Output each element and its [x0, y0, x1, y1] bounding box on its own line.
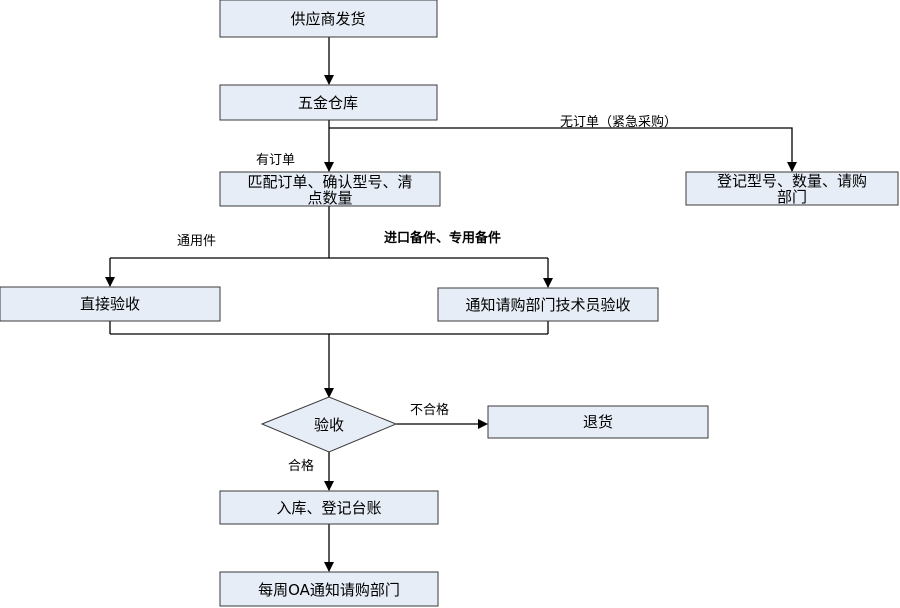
label-general-parts: 通用件 — [177, 234, 216, 249]
node-weekly-notify: 每周OA通知请购部门 — [258, 581, 400, 599]
node-warehouse-box — [219, 84, 438, 121]
node-register-box — [685, 171, 899, 206]
node-match-order-line1: 匹配订单、确认型号、清 — [247, 173, 412, 191]
arrow-warehouse-to-register — [329, 127, 797, 172]
node-stock-in-box — [219, 490, 439, 525]
node-weekly-notify-box — [219, 571, 439, 607]
label-no-order: 无订单（紧急采购） — [560, 114, 677, 130]
node-return-goods: 退货 — [583, 413, 613, 431]
label-has-order: 有订单 — [256, 153, 295, 168]
label-qualified: 合格 — [288, 458, 314, 474]
node-texts: 供应商发货 五金仓库 匹配订单、确认型号、清 点数量 登记型号、数量、请购 部门… — [80, 10, 867, 599]
node-return-box — [487, 405, 709, 439]
node-direct-accept-box — [0, 286, 221, 322]
node-inspect: 验收 — [314, 416, 344, 434]
label-imported-parts: 进口备件、专用备件 — [384, 230, 501, 246]
node-notify-tech: 通知请购部门技术员验收 — [465, 296, 630, 314]
edge-labels: 有订单 无订单（紧急采购） 通用件 进口备件、专用备件 不合格 合格 — [177, 114, 677, 474]
node-register-line2: 部门 — [777, 188, 807, 206]
node-hardware-warehouse: 五金仓库 — [298, 94, 358, 112]
node-match-order-line2: 点数量 — [307, 189, 352, 207]
node-direct-accept: 直接验收 — [80, 295, 140, 313]
node-stock-in: 入库、登记台账 — [276, 499, 381, 517]
node-supplier-ship-box — [219, 0, 438, 38]
node-supplier-ship: 供应商发货 — [290, 10, 365, 28]
connectors — [105, 37, 797, 572]
node-match-order-box — [219, 171, 441, 207]
node-register-line1: 登记型号、数量、请购 — [717, 172, 867, 190]
label-unqualified: 不合格 — [410, 402, 449, 418]
node-notify-tech-box — [437, 287, 659, 322]
node-inspect-diamond — [260, 396, 398, 453]
